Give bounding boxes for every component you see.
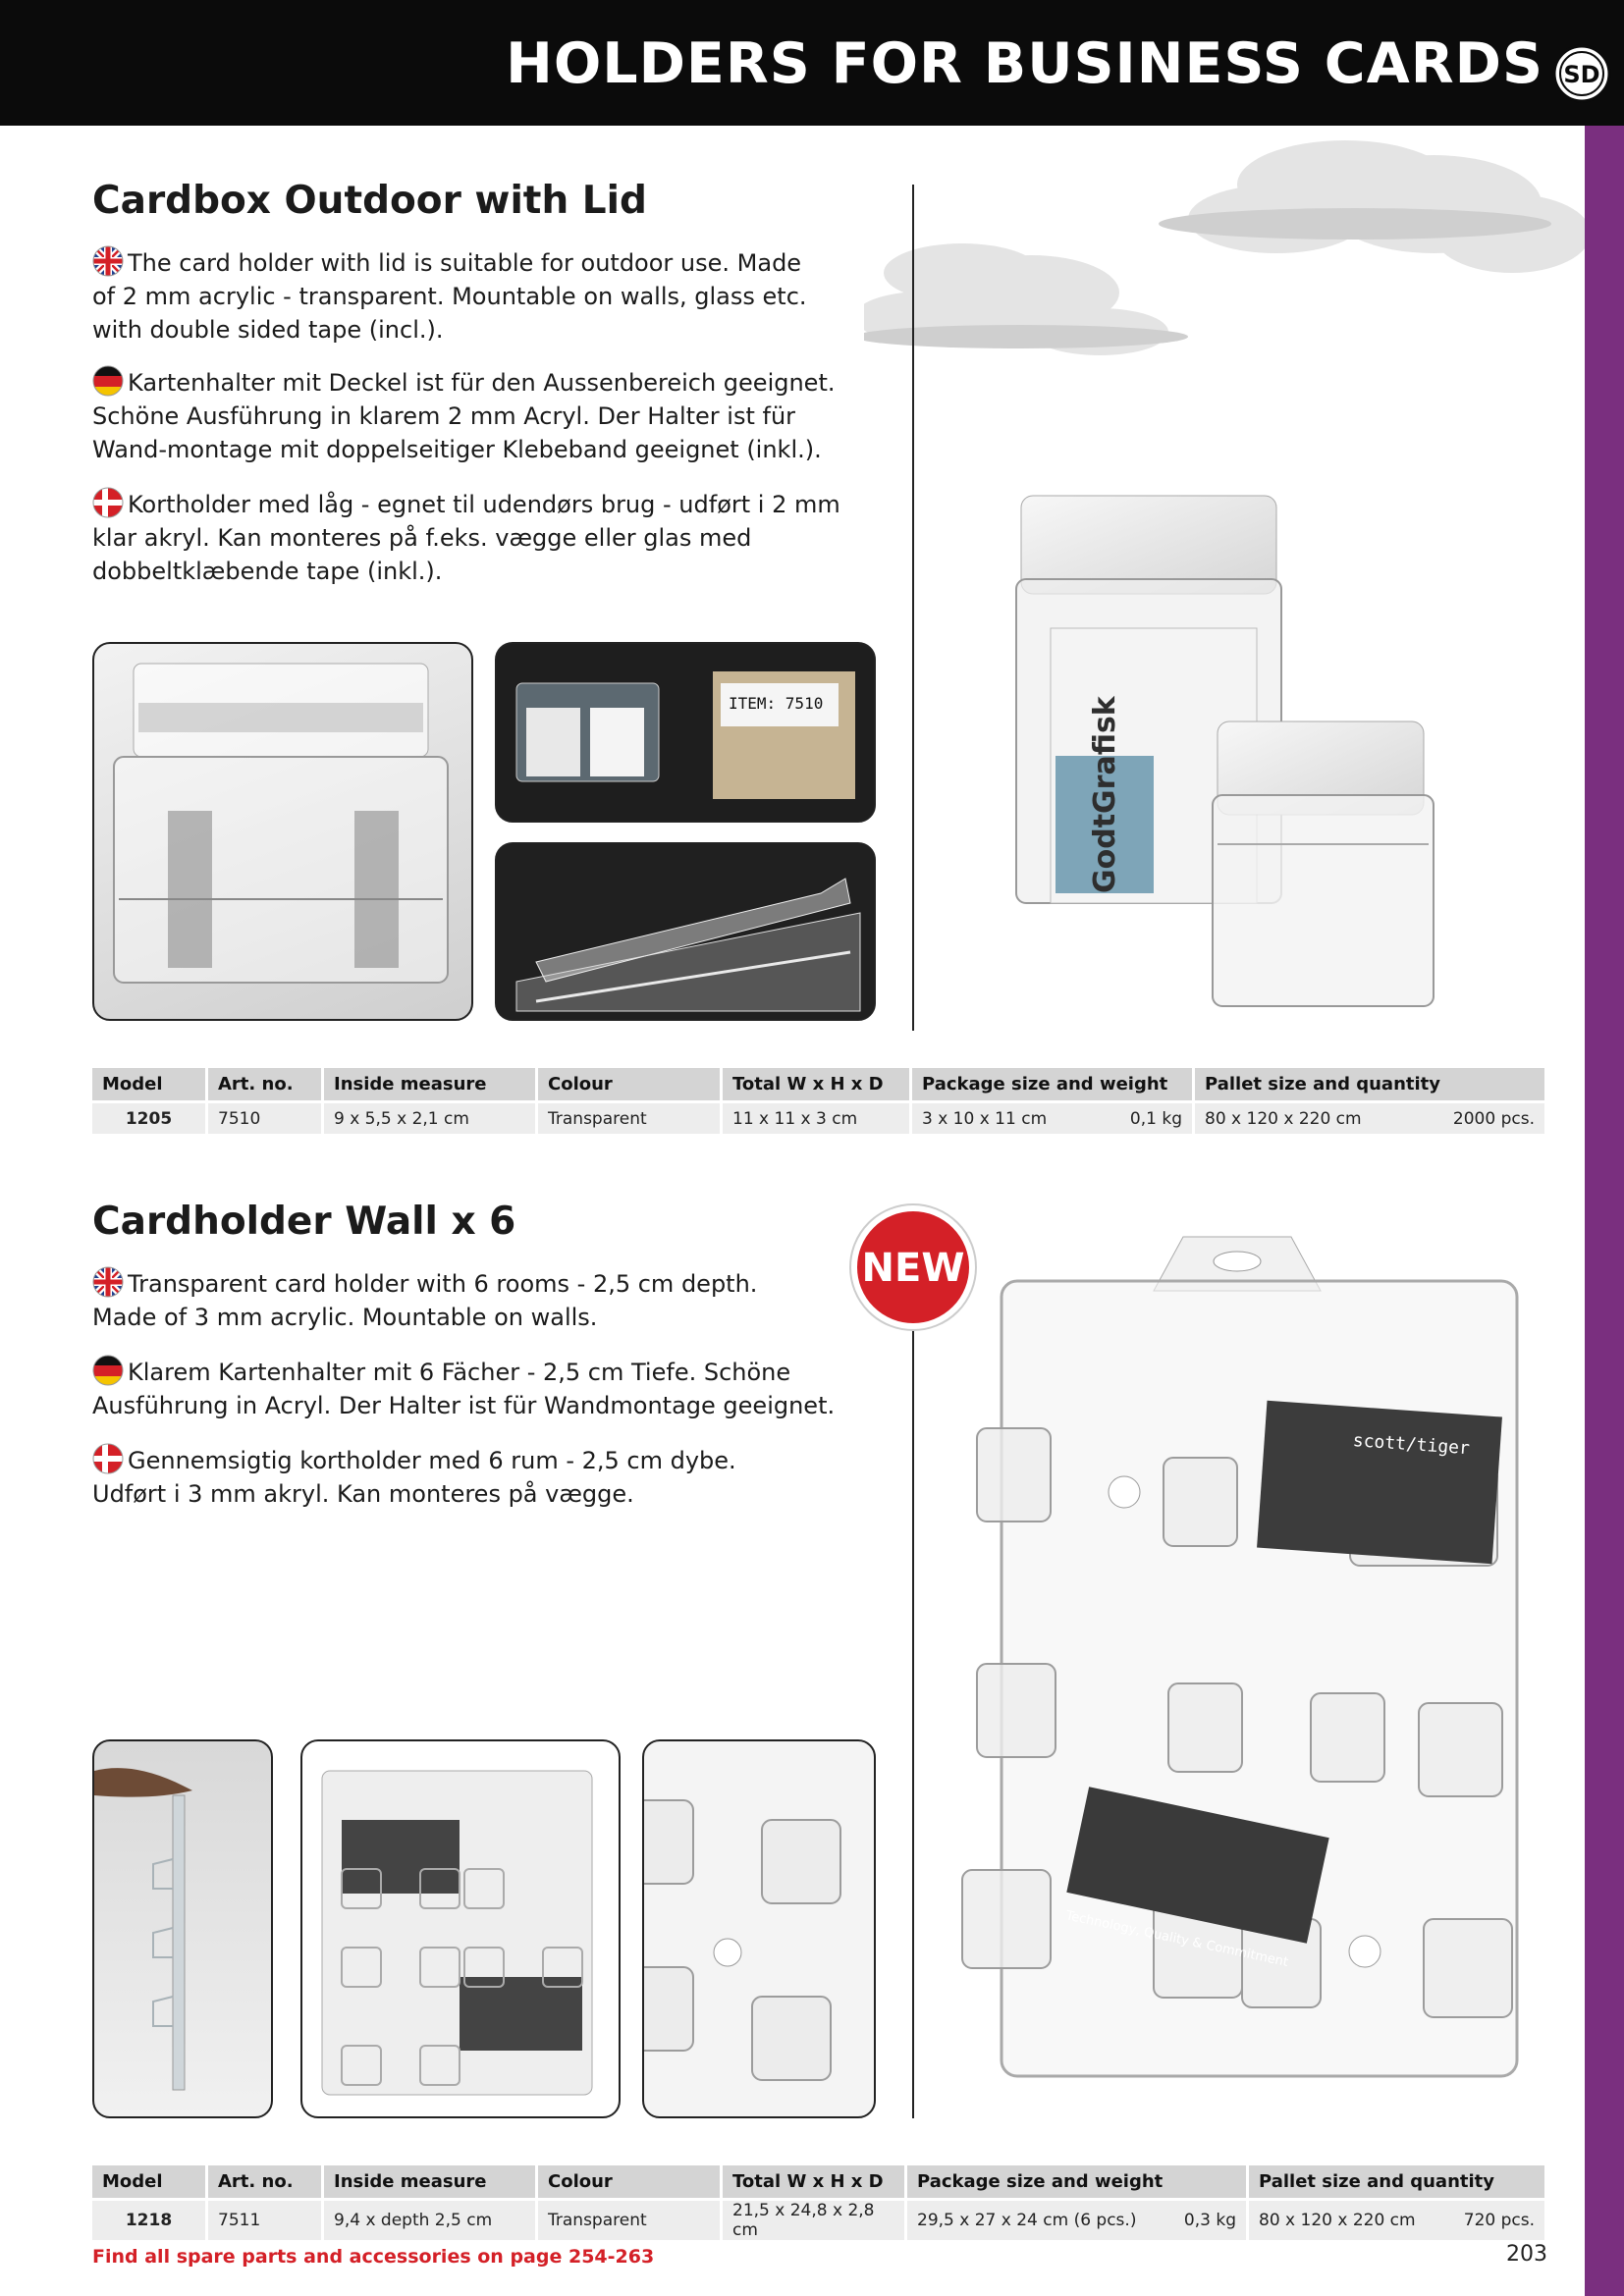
col-art-no: Art. no. (206, 1068, 324, 1102)
col-model: Model (92, 2165, 208, 2200)
card-brand-text: GodtGrafisk (1088, 695, 1122, 893)
description-dk-text: Kortholder med låg - egnet til udendørs … (92, 491, 840, 585)
col-art-no: Art. no. (206, 2165, 324, 2200)
description-en-2: Transparent card holder with 6 rooms - 2… (92, 1266, 799, 1334)
description-de-2: Klarem Kartenhalter mit 6 Fächer - 2,5 c… (92, 1355, 839, 1422)
description-en-text: Transparent card holder with 6 rooms - 2… (92, 1270, 758, 1331)
col-package: Package size and weight (905, 2165, 1249, 2200)
model-value: 1205 (92, 1100, 208, 1134)
page-number: 203 (1506, 2242, 1547, 2267)
description-de-1: Kartenhalter mit Deckel ist für den Auss… (92, 365, 839, 466)
page-title: HOLDERS FOR BUSINESS CARDS (506, 31, 1543, 96)
photo-wall-detail (642, 1739, 876, 2118)
spec-table-1205: Model Art. no. Inside measure Colour Tot… (92, 1068, 1547, 1134)
inside-value: 9 x 5,5 x 2,1 cm (322, 1100, 538, 1134)
col-inside-measure: Inside measure (322, 2165, 538, 2200)
art-value: 7510 (206, 1100, 324, 1134)
spec-table-1218: Model Art. no. Inside measure Colour Tot… (92, 2165, 1547, 2240)
description-dk-2: Gennemsigtig kortholder med 6 rum - 2,5 … (92, 1443, 780, 1511)
col-total: Total W x H x D (721, 2165, 907, 2200)
col-model: Model (92, 1068, 208, 1102)
spare-parts-link[interactable]: Find all spare parts and accessories on … (92, 2246, 655, 2268)
col-colour: Colour (536, 1068, 723, 1102)
description-en-text: The card holder with lid is suitable for… (92, 249, 807, 344)
qty-value: 720 pcs. (1463, 2211, 1535, 2230)
total-value: 21,5 x 24,8 x 2,8 cm (721, 2198, 907, 2240)
item-label-text: ITEM: 7510 (729, 694, 823, 713)
description-dk-1: Kortholder med låg - egnet til udendørs … (92, 487, 858, 588)
spec-table-header: Model Art. no. Inside measure Colour Tot… (92, 1068, 1547, 1102)
description-en-1: The card holder with lid is suitable for… (92, 245, 819, 347)
art-value: 7511 (206, 2198, 324, 2240)
uk-flag-icon (92, 245, 124, 277)
qty-value: 2000 pcs. (1452, 1108, 1535, 1129)
product-image-cardholder-wall: scott/tiger Technology, Quality & Commit… (961, 1236, 1519, 2078)
germany-flag-icon (92, 1355, 124, 1386)
photo-wall-front (300, 1739, 621, 2118)
logo-text: SD (1563, 61, 1599, 88)
table-row: 1205 7510 9 x 5,5 x 2,1 cm Transparent 1… (92, 1100, 1547, 1134)
pallet-cell: 80 x 120 x 220 cm 720 pcs. (1247, 2198, 1547, 2240)
colour-value: Transparent (536, 2198, 723, 2240)
pallet-cell: 80 x 120 x 220 cm 2000 pcs. (1193, 1100, 1547, 1134)
col-pallet: Pallet size and quantity (1247, 2165, 1547, 2200)
col-colour: Colour (536, 2165, 723, 2200)
col-inside-measure: Inside measure (322, 1068, 538, 1102)
weight-value: 0,3 kg (1183, 2211, 1236, 2230)
photo-cardbox-front (92, 642, 473, 1021)
description-dk-text: Gennemsigtig kortholder med 6 rum - 2,5 … (92, 1447, 736, 1508)
column-divider-bottom (912, 1281, 914, 2118)
cloud-decoration (864, 140, 1585, 355)
description-de-text: Kartenhalter mit Deckel ist für den Auss… (92, 369, 836, 463)
pallet-value: 80 x 120 x 220 cm (1205, 1108, 1362, 1129)
col-pallet: Pallet size and quantity (1193, 1068, 1547, 1102)
col-total: Total W x H x D (721, 1068, 912, 1102)
colour-value: Transparent (536, 1100, 723, 1134)
side-accent-bar (1585, 126, 1624, 2296)
photo-cardbox-detail (495, 842, 876, 1021)
denmark-flag-icon (92, 487, 124, 518)
package-value: 29,5 x 27 x 24 cm (6 pcs.) (917, 2211, 1137, 2230)
col-package: Package size and weight (910, 1068, 1195, 1102)
description-de-text: Klarem Kartenhalter mit 6 Fächer - 2,5 c… (92, 1359, 836, 1419)
photo-cardbox-package: ITEM: 7510 (495, 642, 876, 823)
denmark-flag-icon (92, 1443, 124, 1474)
brand-logo-icon: SD (1552, 44, 1611, 103)
package-cell: 3 x 10 x 11 cm 0,1 kg (910, 1100, 1195, 1134)
column-divider-top (912, 185, 914, 1031)
pallet-value: 80 x 120 x 220 cm (1259, 2211, 1416, 2230)
section-title-cardbox: Cardbox Outdoor with Lid (92, 179, 647, 223)
product-image-cardbox: GodtGrafisk (1015, 495, 1435, 1007)
package-value: 3 x 10 x 11 cm (922, 1108, 1048, 1129)
new-badge: NEW (849, 1203, 977, 1331)
spec-table-header: Model Art. no. Inside measure Colour Tot… (92, 2165, 1547, 2200)
section-title-cardholder-wall: Cardholder Wall x 6 (92, 1200, 516, 1244)
uk-flag-icon (92, 1266, 124, 1298)
weight-value: 0,1 kg (1129, 1108, 1182, 1129)
model-value: 1218 (92, 2198, 208, 2240)
table-row: 1218 7511 9,4 x depth 2,5 cm Transparent… (92, 2198, 1547, 2240)
photo-wall-side (92, 1739, 273, 2118)
package-cell: 29,5 x 27 x 24 cm (6 pcs.) 0,3 kg (905, 2198, 1249, 2240)
inside-value: 9,4 x depth 2,5 cm (322, 2198, 538, 2240)
total-value: 11 x 11 x 3 cm (721, 1100, 912, 1134)
page-header: HOLDERS FOR BUSINESS CARDS SD (0, 0, 1624, 126)
germany-flag-icon (92, 365, 124, 397)
new-badge-text: NEW (862, 1246, 965, 1291)
